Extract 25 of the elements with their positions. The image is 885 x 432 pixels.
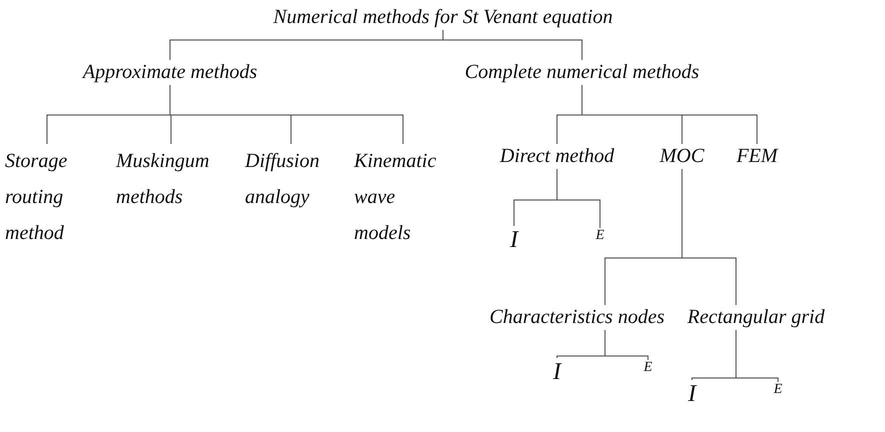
method-label: Diffusion analogy	[244, 143, 338, 215]
method-label: Direct method	[498, 143, 616, 169]
method-label: Kinematic wave models	[353, 143, 453, 251]
tree-connector	[682, 168, 736, 306]
tree-connector	[604, 330, 648, 360]
method-label: Storage routing method	[4, 143, 90, 251]
method-label: Numerical methods for St Venant equation	[272, 4, 614, 30]
method-label: Rectangular grid	[686, 304, 826, 330]
tree-connector	[170, 84, 404, 144]
method-label: Approximate methods	[82, 59, 258, 85]
tree-connector	[736, 330, 778, 382]
method-label: I	[552, 357, 562, 388]
method-label: I	[509, 225, 519, 256]
tree-connector	[442, 30, 582, 60]
method-label: MOC	[658, 143, 706, 169]
method-label: E	[642, 359, 654, 377]
method-label: Characteristics nodes	[488, 304, 666, 330]
method-label: E	[594, 227, 606, 245]
tree-connector	[582, 84, 758, 144]
method-label: Complete numerical methods	[464, 59, 700, 85]
method-label: FEM	[735, 143, 779, 169]
method-label: I	[687, 379, 697, 410]
method-label: E	[772, 381, 784, 399]
method-label: Muskingum methods	[115, 143, 227, 215]
tree-connector	[556, 168, 600, 228]
